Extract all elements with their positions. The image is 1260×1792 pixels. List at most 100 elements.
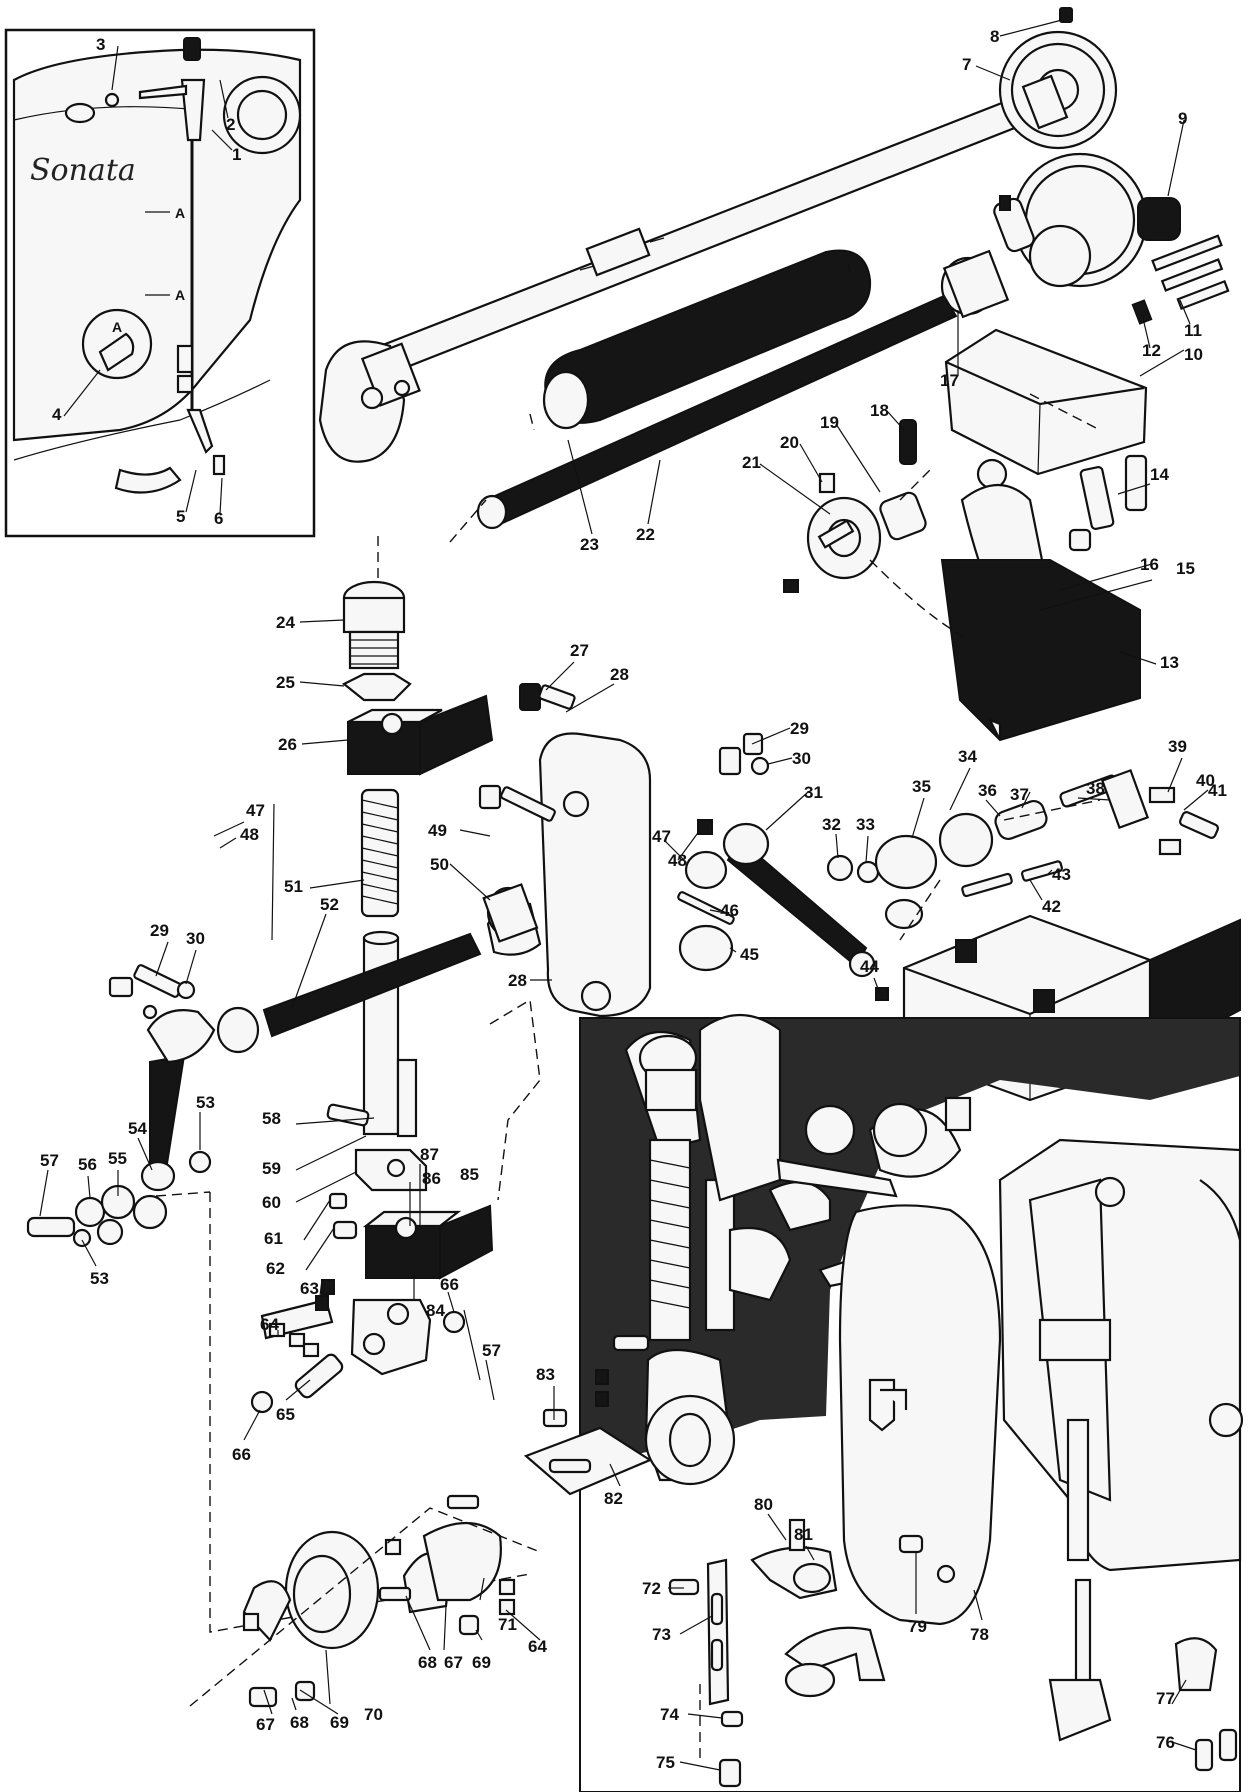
callout-3: 3 xyxy=(96,35,105,54)
callout-68: 68 xyxy=(290,1713,309,1732)
callout-17: 17 xyxy=(940,371,959,390)
callout-28: 28 xyxy=(610,665,629,684)
callout-6: 6 xyxy=(214,509,223,528)
callout-74: 74 xyxy=(660,1705,679,1724)
callout-83: 83 xyxy=(536,1365,555,1384)
callout-8: 8 xyxy=(990,27,999,46)
callout-42: 42 xyxy=(1042,897,1061,916)
callout-50: 50 xyxy=(430,855,449,874)
inset-panel: Sonata A A A xyxy=(4,28,316,538)
callout-47b: 47 xyxy=(246,801,265,820)
callout-20: 20 xyxy=(780,433,799,452)
callout-7: 7 xyxy=(962,55,971,74)
leader-lines xyxy=(39,19,1209,1771)
callout-64: 64 xyxy=(260,1315,279,1334)
inset-point-label-a-main: A xyxy=(112,319,122,335)
callout-72: 72 xyxy=(642,1579,661,1598)
callout-68b: 68 xyxy=(418,1653,437,1672)
callout-13: 13 xyxy=(1160,653,1179,672)
callout-78: 78 xyxy=(970,1625,989,1644)
inset-point-label-a-upper: A xyxy=(175,205,185,221)
callout-36: 36 xyxy=(978,781,997,800)
callout-10: 10 xyxy=(1184,345,1203,364)
callout-24: 24 xyxy=(276,613,295,632)
callout-76: 76 xyxy=(1156,1733,1175,1752)
callout-40: 40 xyxy=(1196,771,1215,790)
callout-82: 82 xyxy=(604,1489,623,1508)
callout-43: 43 xyxy=(1052,865,1071,884)
callout-71: 71 xyxy=(498,1615,517,1634)
callout-23: 23 xyxy=(580,535,599,554)
callout-49: 49 xyxy=(428,821,447,840)
callout-1: 1 xyxy=(232,145,241,164)
callout-18: 18 xyxy=(870,401,889,420)
callout-81: 81 xyxy=(794,1525,813,1544)
callout-44: 44 xyxy=(860,957,879,976)
callout-32: 32 xyxy=(822,815,841,834)
callout-53b: 53 xyxy=(90,1269,109,1288)
callout-59: 59 xyxy=(262,1159,281,1178)
callout-19: 19 xyxy=(820,413,839,432)
callout-64b: 64 xyxy=(528,1637,547,1656)
callout-29: 29 xyxy=(790,719,809,738)
inset-brand-text: Sonata xyxy=(30,153,136,188)
callout-30b: 30 xyxy=(186,929,205,948)
callout-5: 5 xyxy=(176,507,185,526)
callout-65: 65 xyxy=(276,1405,295,1424)
callout-51: 51 xyxy=(284,877,303,896)
callout-25: 25 xyxy=(276,673,295,692)
callout-57b: 57 xyxy=(482,1341,501,1360)
main-shaft-assembly xyxy=(318,7,1230,742)
callout-22: 22 xyxy=(636,525,655,544)
callout-33: 33 xyxy=(856,815,875,834)
presser-bar-assembly xyxy=(26,536,876,1708)
callout-54: 54 xyxy=(128,1119,147,1138)
callout-39: 39 xyxy=(1168,737,1187,756)
callout-55: 55 xyxy=(108,1149,127,1168)
callout-84: 84 xyxy=(426,1301,445,1320)
callout-12: 12 xyxy=(1142,341,1161,360)
callout-63: 63 xyxy=(300,1279,319,1298)
sub-assembly-panel xyxy=(523,1013,1244,1792)
callout-48: 48 xyxy=(668,851,687,870)
callout-35: 35 xyxy=(912,777,931,796)
callout-86: 86 xyxy=(422,1169,441,1188)
callout-9: 9 xyxy=(1178,109,1187,128)
callout-67b: 67 xyxy=(444,1653,463,1672)
callout-47: 47 xyxy=(652,827,671,846)
callout-61: 61 xyxy=(264,1229,283,1248)
callout-26: 26 xyxy=(278,735,297,754)
callout-numbers: 1 2 3 4 5 6 7 8 9 10 11 12 13 14 15 16 1… xyxy=(40,27,1227,1772)
callout-41: 41 xyxy=(1208,781,1227,800)
callout-29b: 29 xyxy=(150,921,169,940)
callout-45: 45 xyxy=(740,945,759,964)
callout-66b: 66 xyxy=(440,1275,459,1294)
callout-80: 80 xyxy=(754,1495,773,1514)
callout-38: 38 xyxy=(1086,779,1105,798)
callout-46: 46 xyxy=(720,901,739,920)
callout-28b: 28 xyxy=(508,971,527,990)
callout-2: 2 xyxy=(226,115,235,134)
callout-21: 21 xyxy=(742,453,761,472)
callout-56: 56 xyxy=(78,1155,97,1174)
callout-77: 77 xyxy=(1156,1689,1175,1708)
callout-34: 34 xyxy=(958,747,977,766)
callout-73: 73 xyxy=(652,1625,671,1644)
callout-66: 66 xyxy=(232,1445,251,1464)
callout-62: 62 xyxy=(266,1259,285,1278)
callout-15: 15 xyxy=(1176,559,1195,578)
callout-30: 30 xyxy=(792,749,811,768)
callout-60: 60 xyxy=(262,1193,281,1212)
callout-69: 69 xyxy=(330,1713,349,1732)
callout-31: 31 xyxy=(804,783,823,802)
callout-37: 37 xyxy=(1010,785,1029,804)
callout-58: 58 xyxy=(262,1109,281,1128)
callout-69b: 69 xyxy=(472,1653,491,1672)
callout-57: 57 xyxy=(40,1151,59,1170)
callout-11: 11 xyxy=(1184,321,1202,340)
callout-27: 27 xyxy=(570,641,589,660)
callout-4: 4 xyxy=(52,405,62,424)
callout-16: 16 xyxy=(1140,555,1159,574)
callout-87: 87 xyxy=(420,1145,439,1164)
